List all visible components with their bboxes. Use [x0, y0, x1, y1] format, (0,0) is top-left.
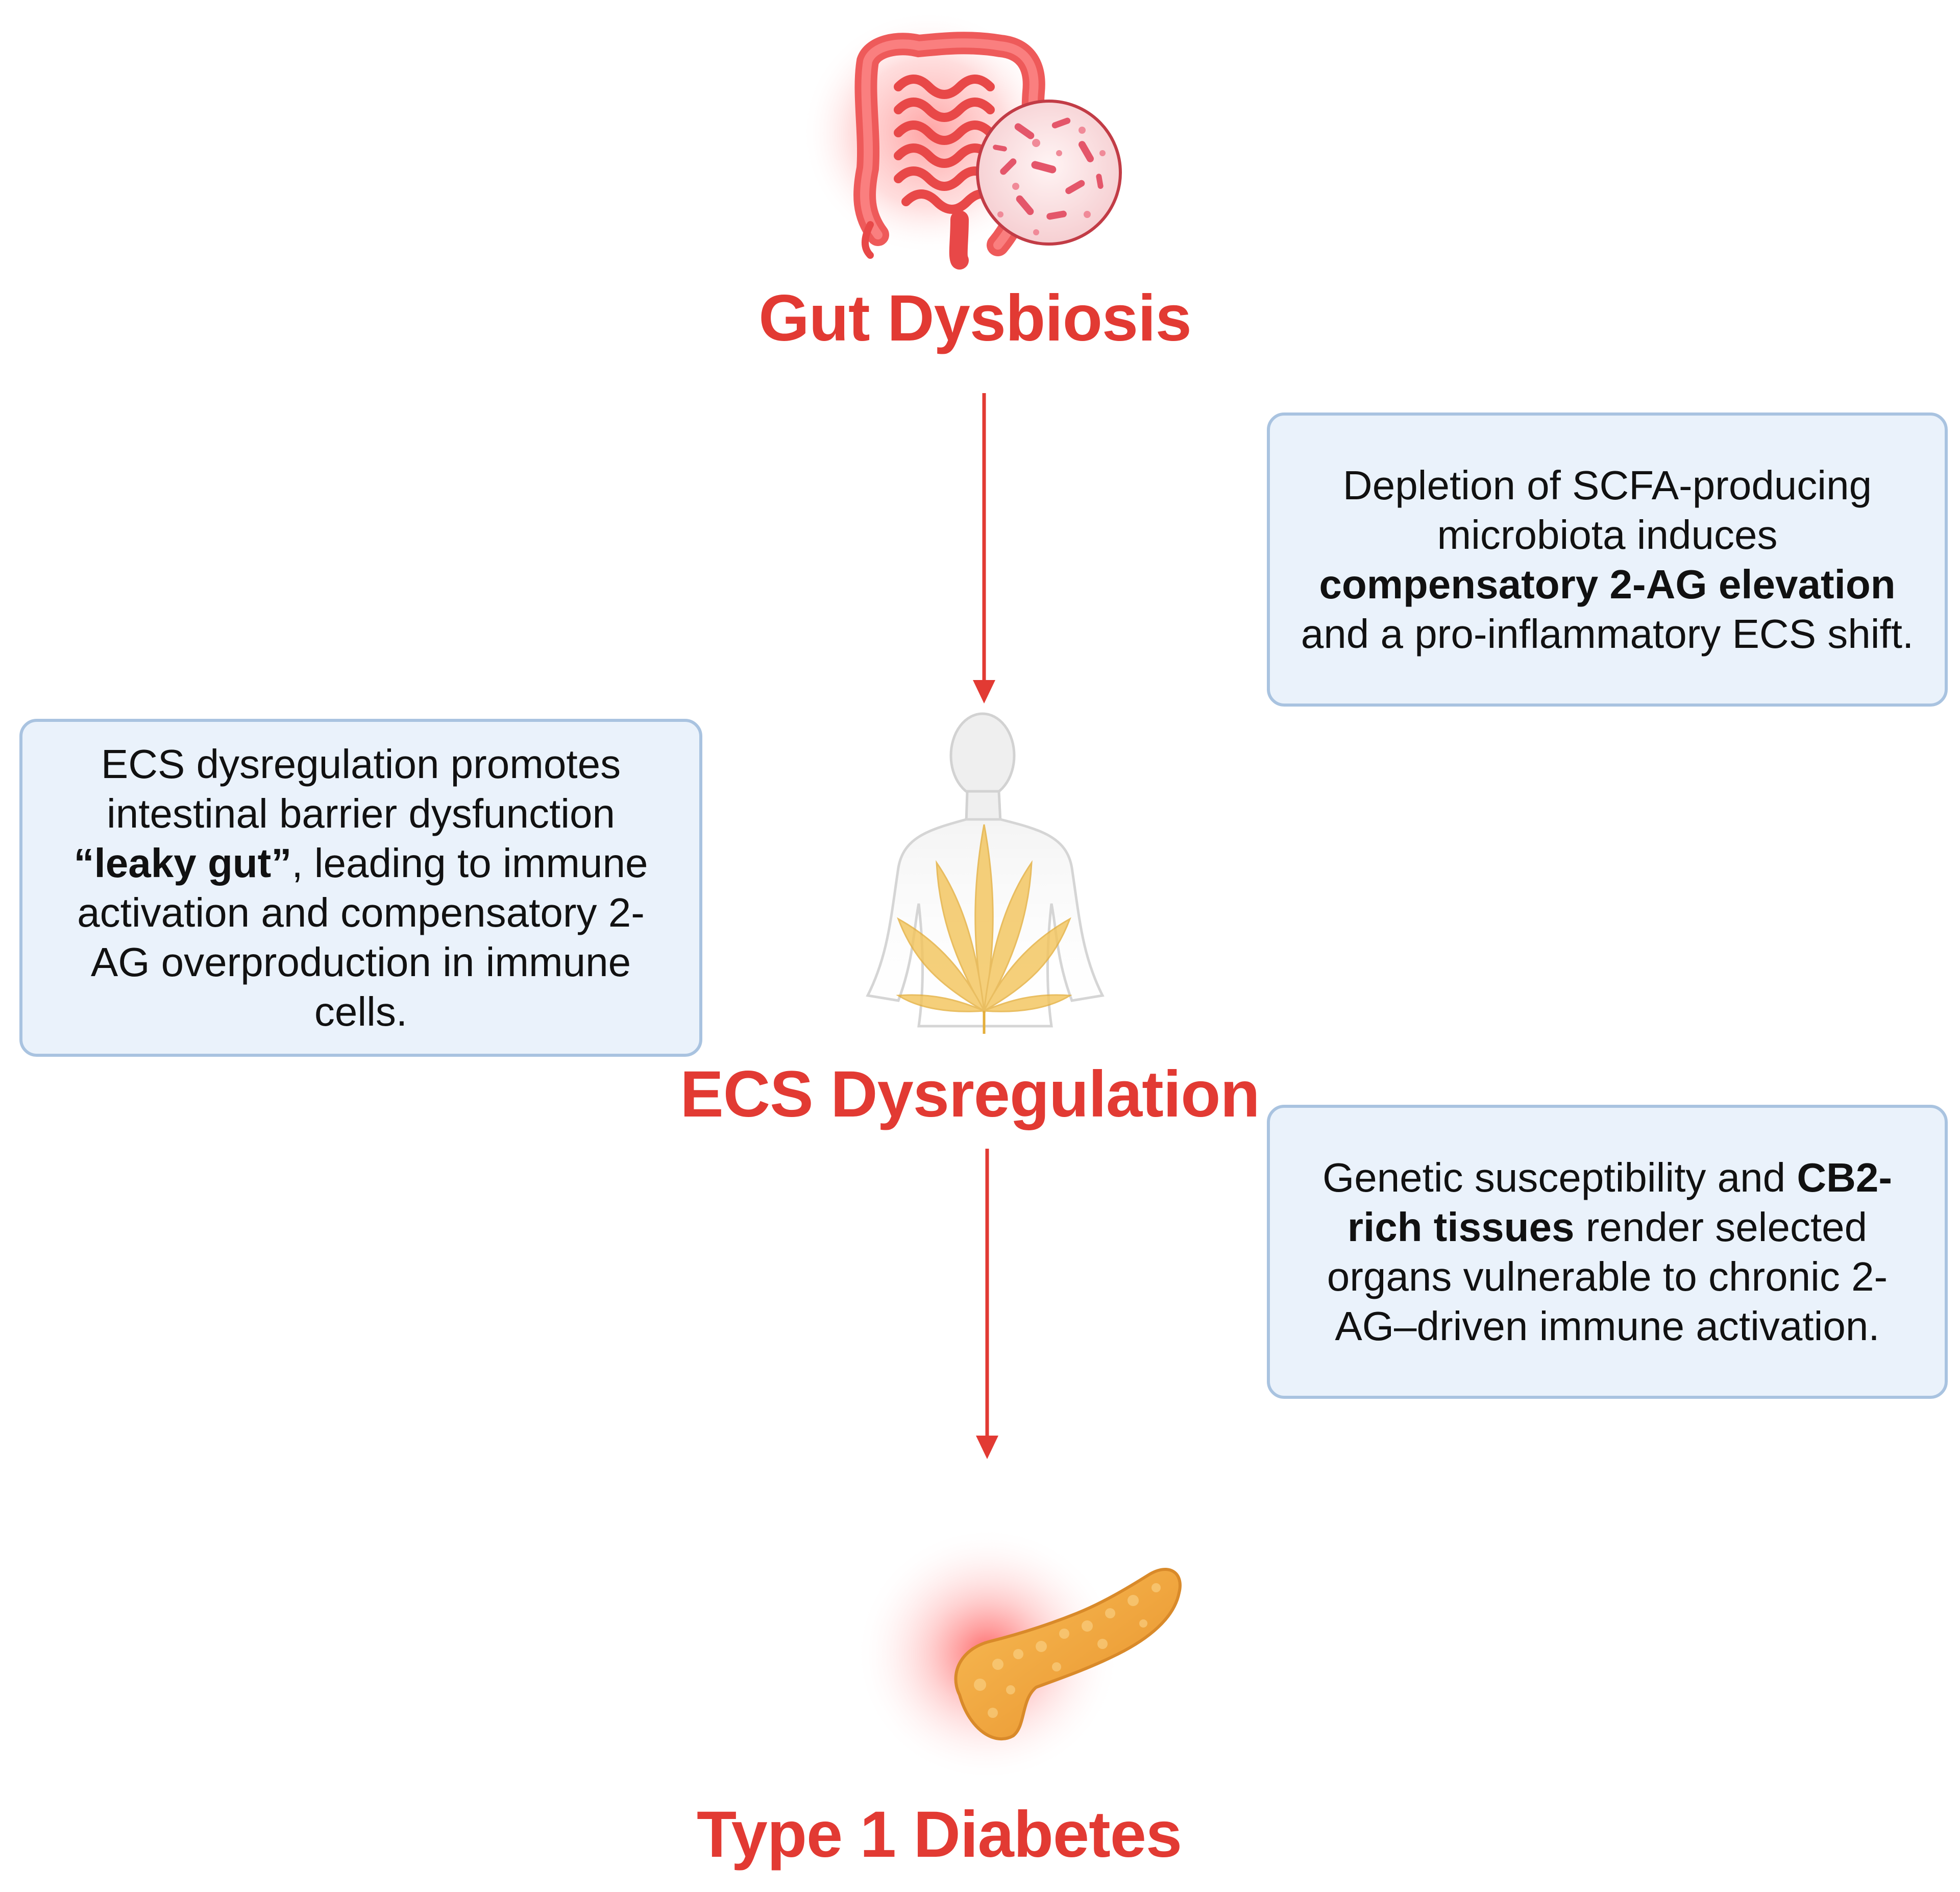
arrow-ecs-to-t1d — [976, 1149, 998, 1459]
info-box-genetic-susceptibility: Genetic susceptibility and CB2-rich tiss… — [1267, 1105, 1948, 1399]
stage-title-ecs-dysregulation: ECS Dysregulation — [680, 1058, 1260, 1131]
info-text-bold: CB2-rich tissues — [1347, 1155, 1893, 1250]
info-box-leaky-gut: ECS dysregulation promotes intestinal ba… — [19, 719, 702, 1057]
info-box-text: Depletion of SCFA-producing microbiota i… — [1301, 460, 1914, 659]
info-box-text: ECS dysregulation promotes intestinal ba… — [53, 739, 669, 1036]
microbiota-icon — [976, 100, 1122, 246]
human-cannabis-leaf-icon — [866, 712, 1105, 1034]
arrow-gut-to-ecs — [973, 393, 995, 704]
stage-title-type-1-diabetes: Type 1 Diabetes — [696, 1798, 1182, 1871]
info-box-text: Genetic susceptibility and CB2-rich tiss… — [1301, 1153, 1914, 1351]
info-box-scfa-depletion: Depletion of SCFA-producing microbiota i… — [1267, 413, 1948, 707]
info-text-part: , leading to immune activation and compe… — [77, 840, 648, 1034]
info-text-part: ECS dysregulation promotes intestinal ba… — [101, 741, 621, 836]
info-text-part: render selected organs vulnerable to chr… — [1327, 1204, 1888, 1349]
stage-title-gut-dysbiosis: Gut Dysbiosis — [758, 282, 1192, 355]
pancreas-icon — [855, 1526, 1182, 1782]
info-text-bold: “leaky gut” — [74, 840, 292, 886]
info-text-bold: compensatory 2-AG elevation — [1319, 562, 1896, 607]
info-text-part: and a pro-inflammatory ECS shift. — [1301, 611, 1914, 657]
info-text-part: Genetic susceptibility and — [1322, 1155, 1797, 1200]
info-text-part: Depletion of SCFA-producing microbiota i… — [1342, 463, 1872, 557]
